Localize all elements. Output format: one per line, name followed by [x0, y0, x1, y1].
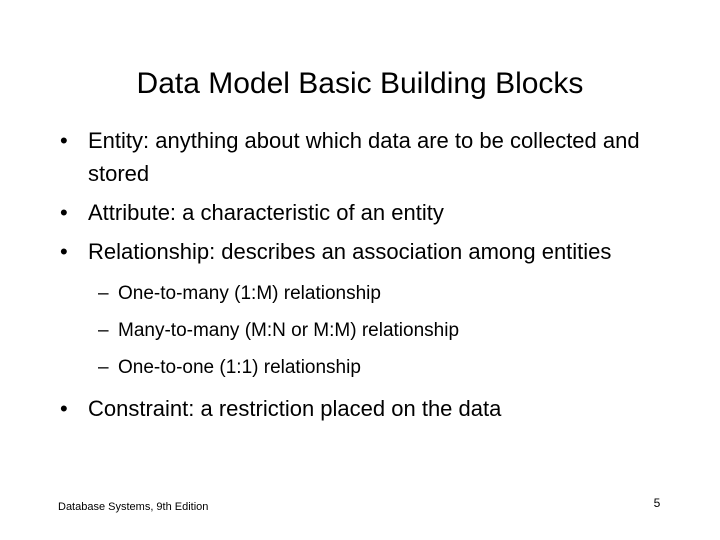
bullet-dot-icon: • — [60, 239, 68, 264]
sub-list-item: – Many-to-many (M:N or M:M) relationship — [50, 312, 675, 349]
sub-list-item-label: One-to-one (1:1) relationship — [118, 357, 361, 378]
dash-marker-icon: – — [98, 357, 109, 378]
sub-list-item: – One-to-one (1:1) relationship — [50, 349, 675, 386]
dash-marker-icon: – — [98, 283, 109, 304]
footer-page-number: 5 — [653, 496, 661, 510]
list-item-label: Attribute: a characteristic of an entity — [88, 200, 444, 225]
bullet-dot-icon: • — [60, 128, 68, 153]
footer-source-label: Database Systems, 9th Edition — [58, 501, 209, 513]
list-item-label: Constraint: a restriction placed on the … — [88, 396, 502, 421]
sub-list-item-label: One-to-many (1:M) relationship — [118, 283, 381, 304]
list-item: • Relationship: describes an association… — [50, 235, 675, 268]
list-item-label: Relationship: describes an association a… — [88, 239, 612, 264]
bullet-dot-icon: • — [60, 200, 68, 225]
list-item-label: Entity: anything about which data are to… — [88, 128, 640, 186]
list-item: • Attribute: a characteristic of an enti… — [50, 196, 675, 229]
sub-list: – One-to-many (1:M) relationship – Many-… — [50, 275, 675, 386]
page-title: Data Model Basic Building Blocks — [136, 67, 584, 101]
slide-body: • Entity: anything about which data are … — [50, 124, 675, 425]
sub-list-item: – One-to-many (1:M) relationship — [50, 275, 675, 312]
list-item: • Entity: anything about which data are … — [50, 124, 675, 190]
sub-list-item-label: Many-to-many (M:N or M:M) relationship — [118, 320, 460, 341]
bullet-dot-icon: • — [60, 396, 68, 421]
dash-marker-icon: – — [98, 320, 109, 341]
list-item: • Constraint: a restriction placed on th… — [50, 392, 675, 425]
